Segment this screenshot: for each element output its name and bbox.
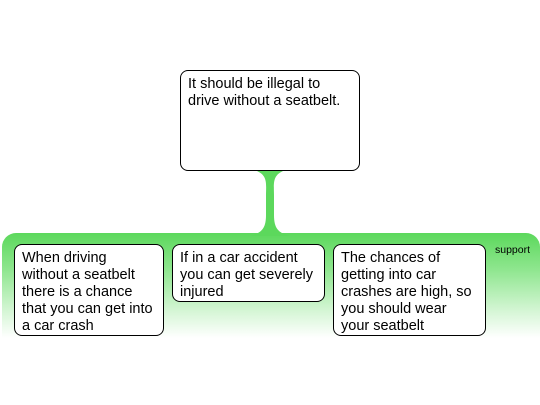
connector-stem bbox=[250, 171, 290, 236]
support-label: support bbox=[495, 244, 531, 256]
reason-box-1[interactable]: When driving without a seatbelt there is… bbox=[14, 244, 164, 336]
claim-box[interactable]: It should be illegal to drive without a … bbox=[180, 70, 360, 171]
reason-box-2[interactable]: If in a car accident you can get severel… bbox=[172, 244, 325, 302]
reason-box-3[interactable]: The chances of getting into car crashes … bbox=[333, 244, 486, 336]
